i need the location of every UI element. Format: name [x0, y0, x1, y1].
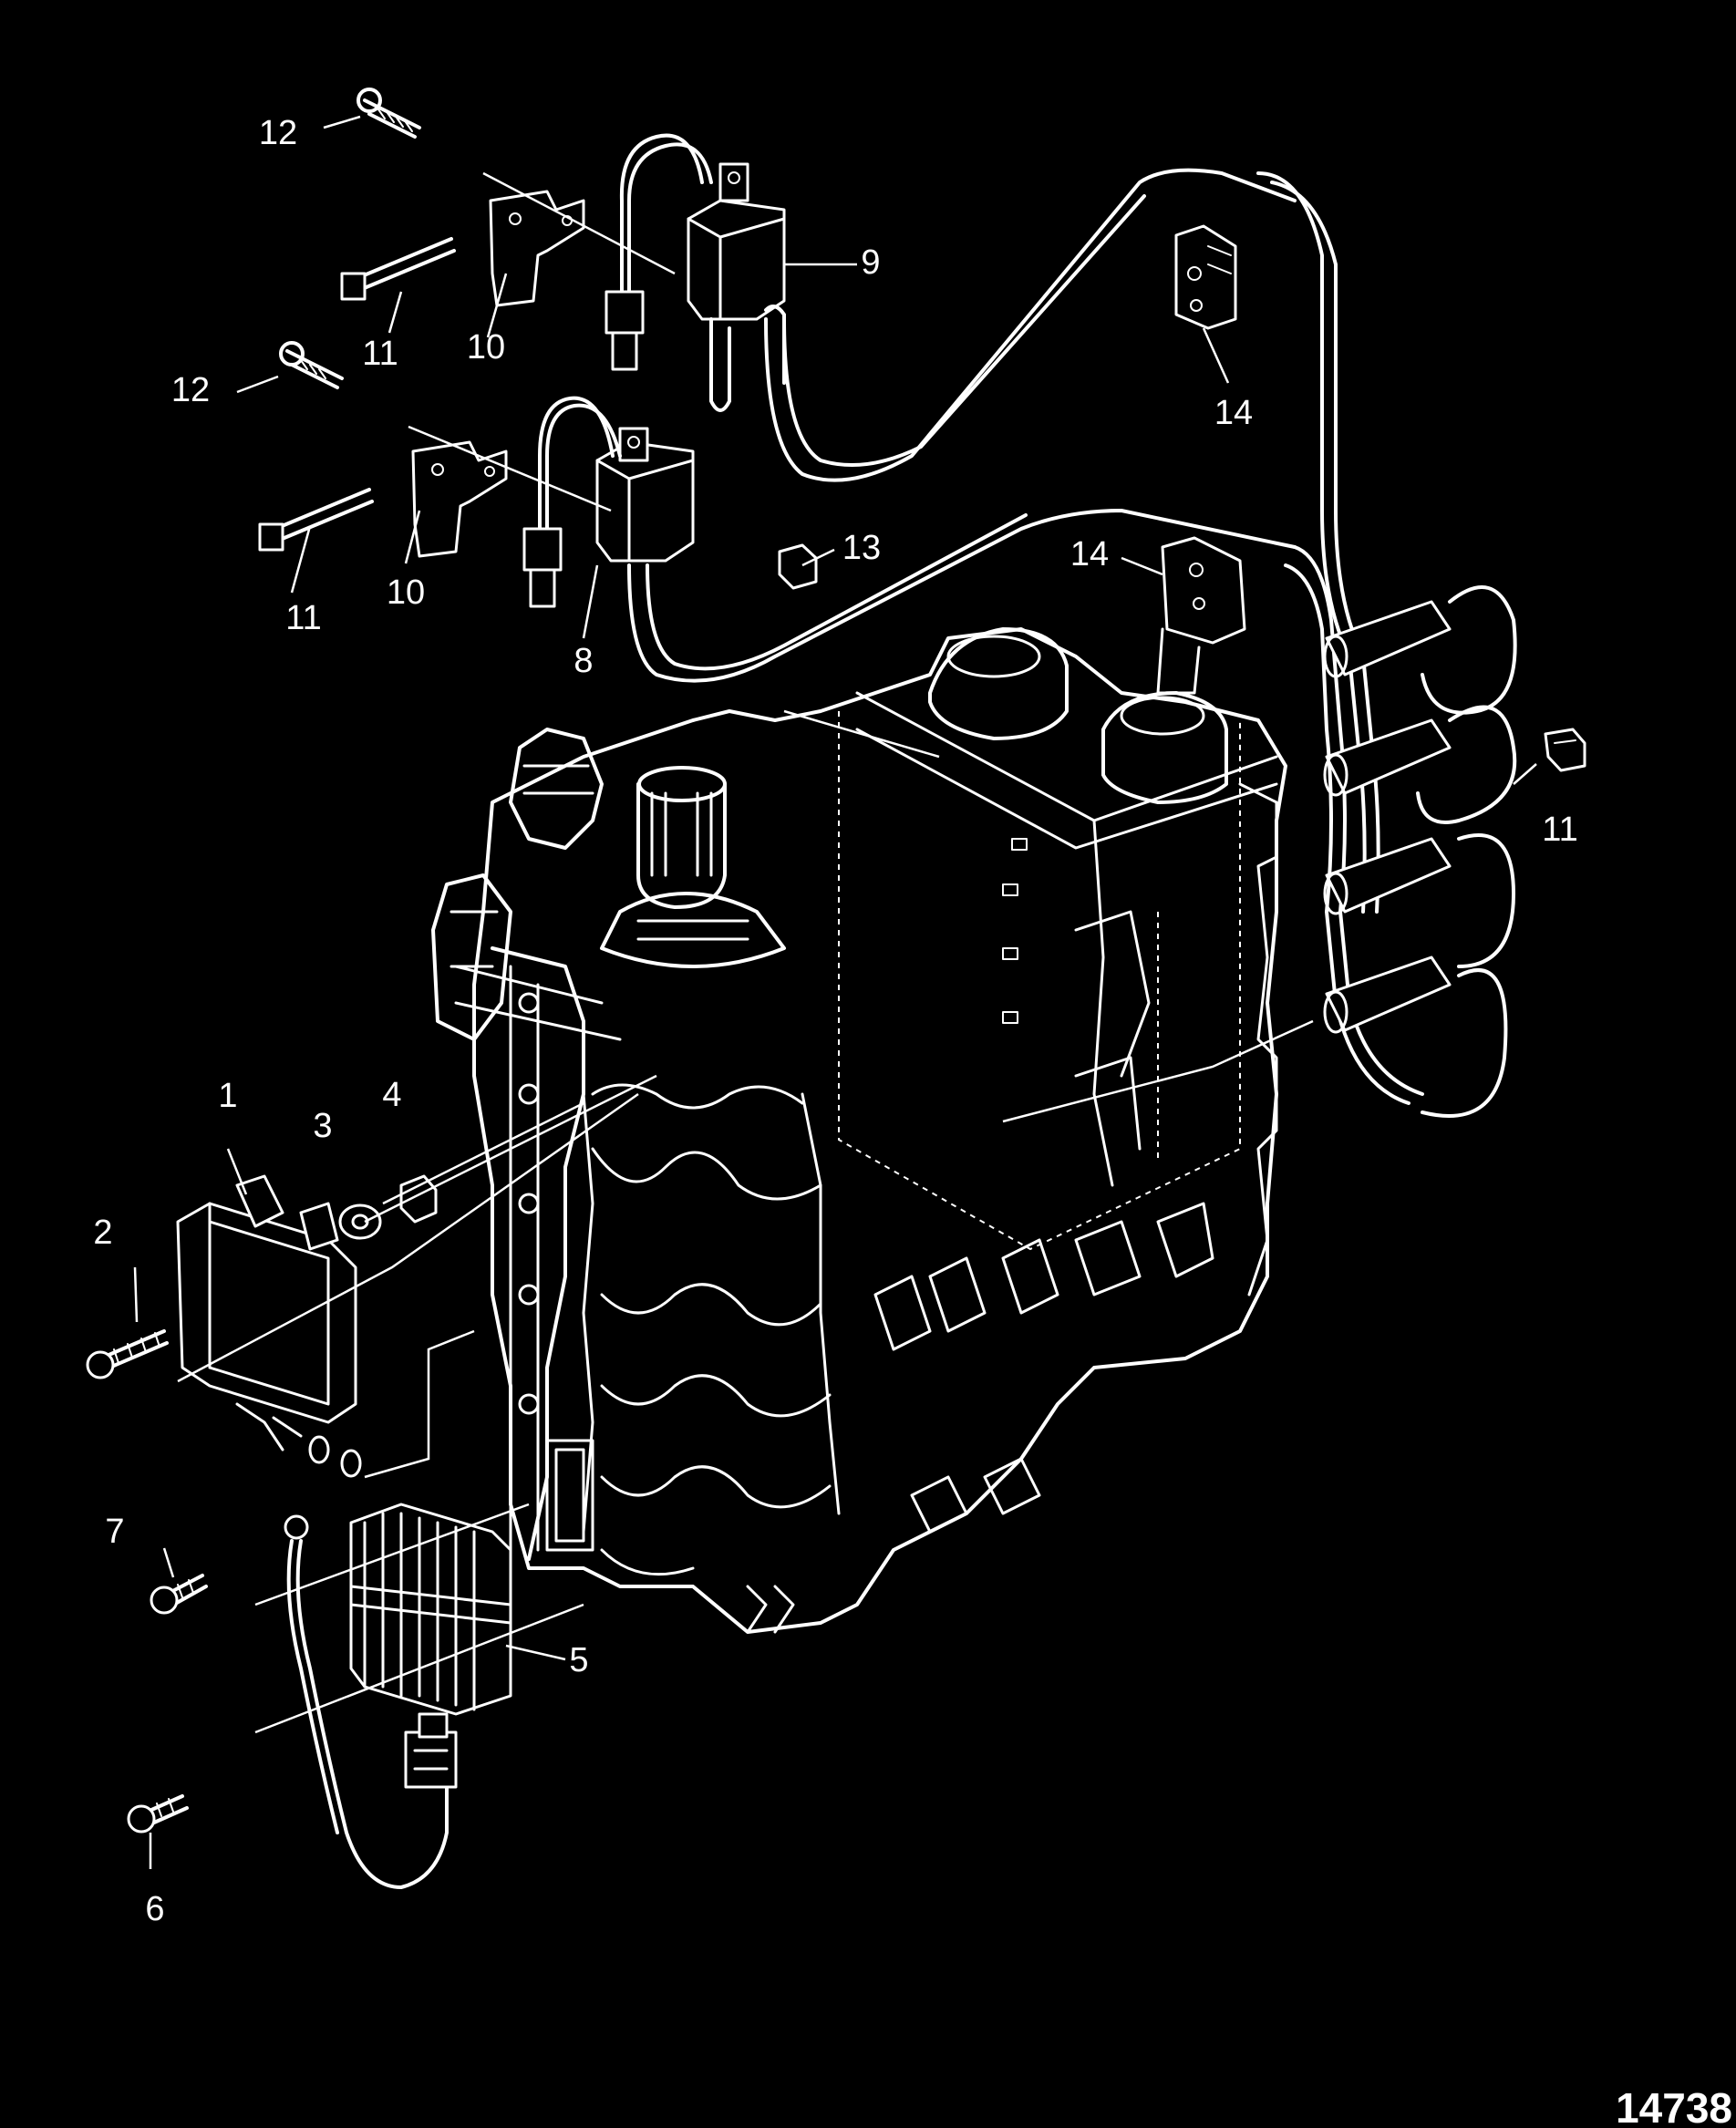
callout-8: 8 [574, 642, 593, 680]
callout-11: 11 [285, 599, 321, 637]
clip-11-right [1544, 728, 1586, 772]
callout-9: 9 [861, 243, 880, 282]
leader-lines [133, 115, 1537, 1869]
screw-12-middle [279, 341, 344, 389]
callout-14: 14 [1070, 535, 1109, 573]
cable-tie-11-upper [340, 237, 456, 301]
cdi-module-1 [176, 1174, 362, 1478]
callout-5: 5 [569, 1641, 588, 1679]
callout-12: 12 [259, 114, 297, 152]
screw-2 [86, 1329, 169, 1379]
lead-holder-14-upper [1174, 224, 1237, 330]
callout-11: 11 [362, 335, 398, 373]
callout-13: 13 [842, 529, 881, 567]
bracket-10-lower [411, 440, 508, 558]
callout-7: 7 [105, 1513, 124, 1551]
rectifier-5 [349, 1503, 512, 1716]
callout-1: 1 [218, 1077, 237, 1115]
cable-tie-11-lower [258, 488, 374, 552]
collar-4 [399, 1174, 438, 1224]
figure-id: 14738 [1616, 2084, 1732, 2128]
grommet-3 [338, 1203, 382, 1240]
screw-7 [150, 1574, 208, 1615]
callout-4: 4 [382, 1076, 401, 1114]
ignition-coil-upper [687, 162, 786, 412]
callout-2: 2 [93, 1214, 112, 1252]
callout-3: 3 [313, 1107, 332, 1145]
screw-12-top [356, 88, 421, 139]
callout-10: 10 [387, 573, 425, 612]
ignition-coil-lower [595, 427, 695, 563]
callout-labels: 12 11 10 9 12 14 13 14 11 10 8 11 1 3 4 … [93, 114, 1577, 1928]
rectifier-harness [284, 1514, 458, 1889]
lead-holder-14-lower [1156, 536, 1246, 695]
screw-6 [127, 1794, 189, 1834]
spark-plug-boots [1323, 600, 1452, 1034]
callout-10: 10 [467, 328, 505, 367]
callout-12: 12 [171, 371, 210, 409]
engine-block [431, 627, 1287, 1634]
bracket-10-upper [489, 190, 585, 307]
clip-13 [778, 543, 818, 590]
callout-14: 14 [1214, 394, 1253, 432]
callout-11: 11 [1542, 811, 1577, 849]
callout-6: 6 [145, 1890, 164, 1928]
